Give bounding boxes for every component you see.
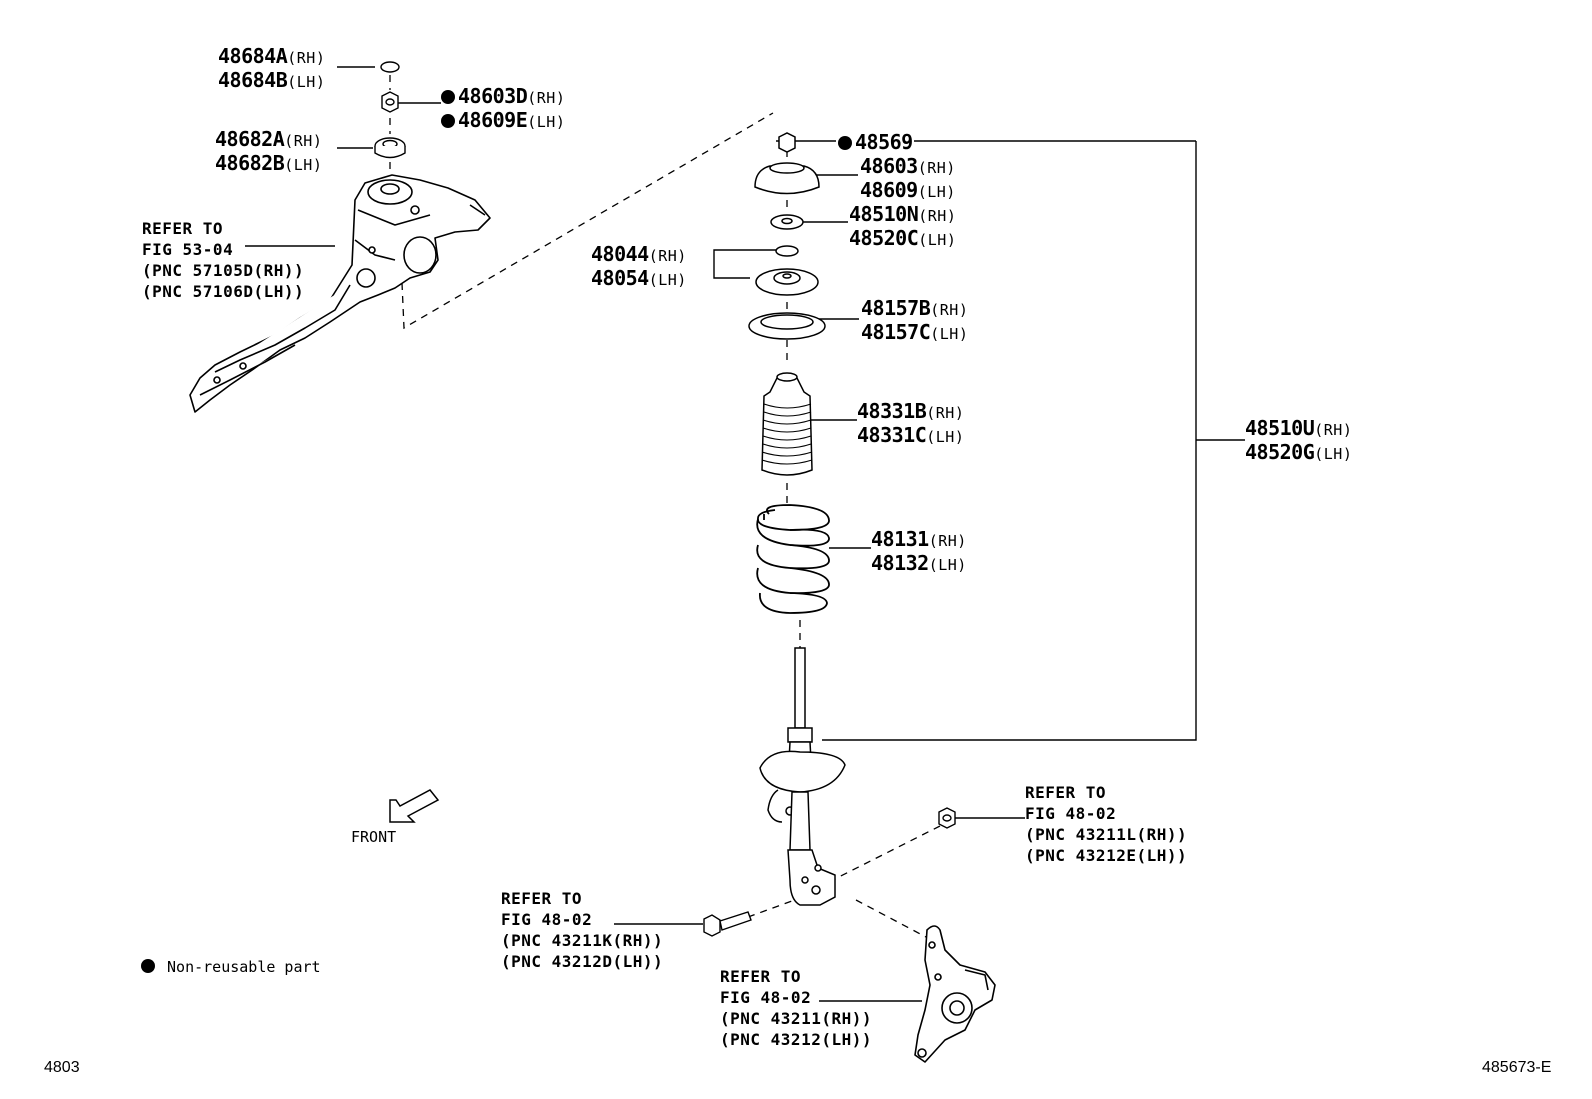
- legend-text: Non-reusable part: [167, 958, 321, 976]
- assembly-line-knuckle: [855, 899, 927, 938]
- nut-48569-shape: [778, 132, 796, 153]
- body-panel-shape: [189, 174, 491, 413]
- non-reusable-dot-icon: [441, 114, 455, 128]
- support-48044-hole: [782, 273, 792, 279]
- label-48682: 48682A(RH) 48682B(LH): [215, 127, 323, 175]
- label-48510n: 48510N(RH) 48520C(LH): [849, 202, 957, 250]
- leader-48510u-bracket: [822, 141, 1197, 741]
- boot-48331-bellows: [761, 403, 813, 465]
- leader-48044: [713, 249, 778, 279]
- coil-spring-48131-shape: [756, 504, 830, 614]
- label-48684: 48684A(RH) 48684B(LH): [218, 44, 326, 92]
- strut-body-shape: [759, 647, 846, 906]
- non-reusable-dot-icon: [838, 136, 852, 150]
- label-48510u: 48510U(RH) 48520G(LH): [1245, 416, 1353, 464]
- knuckle-shape: [914, 925, 996, 1063]
- non-reusable-dot-icon: [441, 90, 455, 104]
- front-label: FRONT: [351, 828, 397, 846]
- assembly-line-bolt: [747, 896, 804, 918]
- front-arrow-icon: [389, 789, 440, 823]
- diagram-code: 485673-E: [1482, 1059, 1552, 1076]
- assembly-line-top-mount: [401, 112, 774, 330]
- label-48131: 48131(RH) 48132(LH): [871, 527, 967, 575]
- boot-48331-shape: [761, 377, 813, 476]
- non-reusable-dot-icon: [141, 959, 155, 973]
- label-48603d: 48603D(RH) 48609E(LH): [441, 85, 565, 133]
- label-48569: 48569: [838, 131, 913, 154]
- fig-code: 4803: [44, 1059, 80, 1076]
- label-48603: 48603(RH) 48609(LH): [860, 154, 956, 202]
- washer-48510n-hole: [781, 217, 793, 225]
- mount-cover-48603-top: [769, 162, 805, 174]
- flange-nut-shape: [938, 807, 956, 829]
- spring-seat-48157-inner: [760, 314, 814, 330]
- label-48331: 48331B(RH) 48331C(LH): [857, 399, 965, 447]
- mount-cover-48603-shape: [754, 165, 820, 195]
- washer-48044-shape: [775, 245, 799, 257]
- bearing-48682-side: [374, 146, 406, 159]
- label-48044: 48044(RH) 48054(LH): [591, 242, 687, 290]
- cap-48684-shape: [380, 61, 400, 73]
- boot-48331-top: [776, 372, 798, 382]
- bolt-shape: [703, 911, 752, 937]
- label-48157: 48157B(RH) 48157C(LH): [861, 296, 969, 344]
- legend: Non-reusable part: [141, 958, 321, 976]
- nut-48603d-hole: [385, 98, 395, 106]
